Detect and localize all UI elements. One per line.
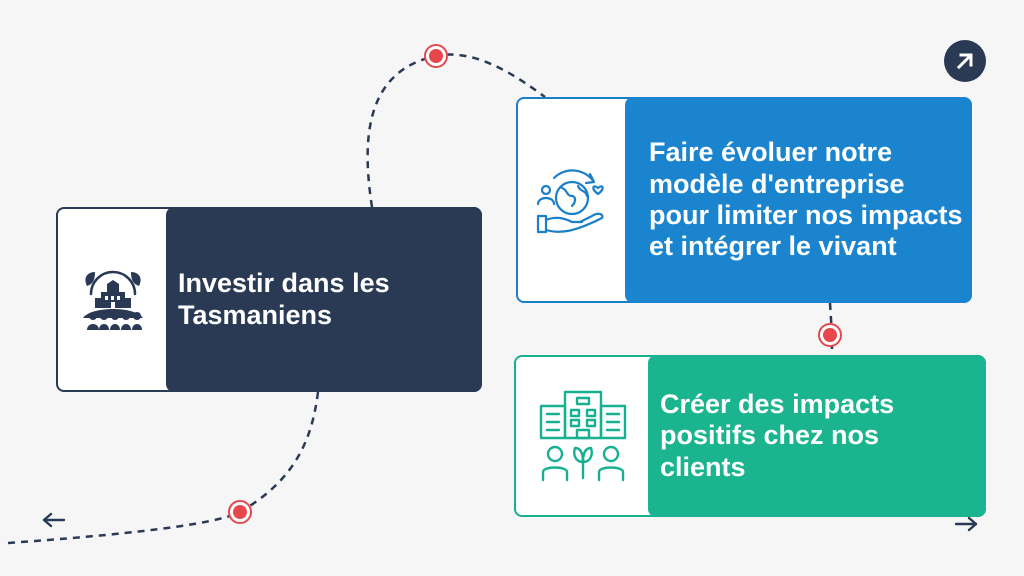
path-marker [228,500,252,524]
hand-globe-icon [536,169,604,234]
step-label: Faire évoluer notre modèle d'entreprise … [625,97,972,303]
building-people-icon [539,390,627,482]
step-card-business-model: Faire évoluer notre modèle d'entreprise … [516,97,972,303]
step-label: Créer des impacts positifs chez nos clie… [648,355,986,517]
path-marker [818,323,842,347]
arrow-right-icon[interactable] [952,514,980,534]
globe-community-icon [83,270,143,330]
arrow-left-icon[interactable] [40,510,68,530]
expand-button[interactable] [944,40,986,82]
step-icon-area [518,99,626,301]
step-card-client-impact: Créer des impacts positifs chez nos clie… [514,355,986,517]
path-marker [424,44,448,68]
step-icon-area [516,357,650,515]
step-label: Investir dans les Tasmaniens [166,207,482,392]
arrow-up-right-icon [956,53,973,70]
step-icon-area [58,209,168,390]
step-card-invest: Investir dans les Tasmaniens [56,207,482,392]
